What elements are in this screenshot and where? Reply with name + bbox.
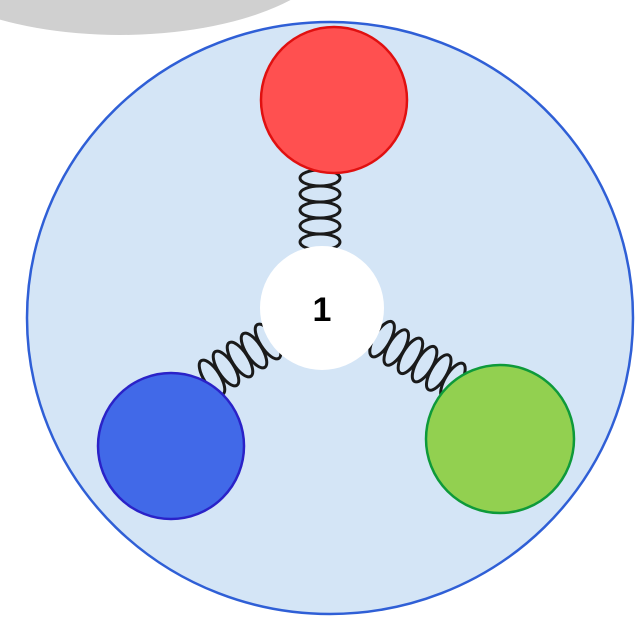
center-circle: [260, 246, 384, 370]
green-quark: [424, 363, 576, 515]
background-blob: [0, 0, 291, 35]
blue-quark: [96, 371, 246, 521]
center-label: 1: [313, 291, 332, 329]
red-quark: [259, 25, 409, 175]
